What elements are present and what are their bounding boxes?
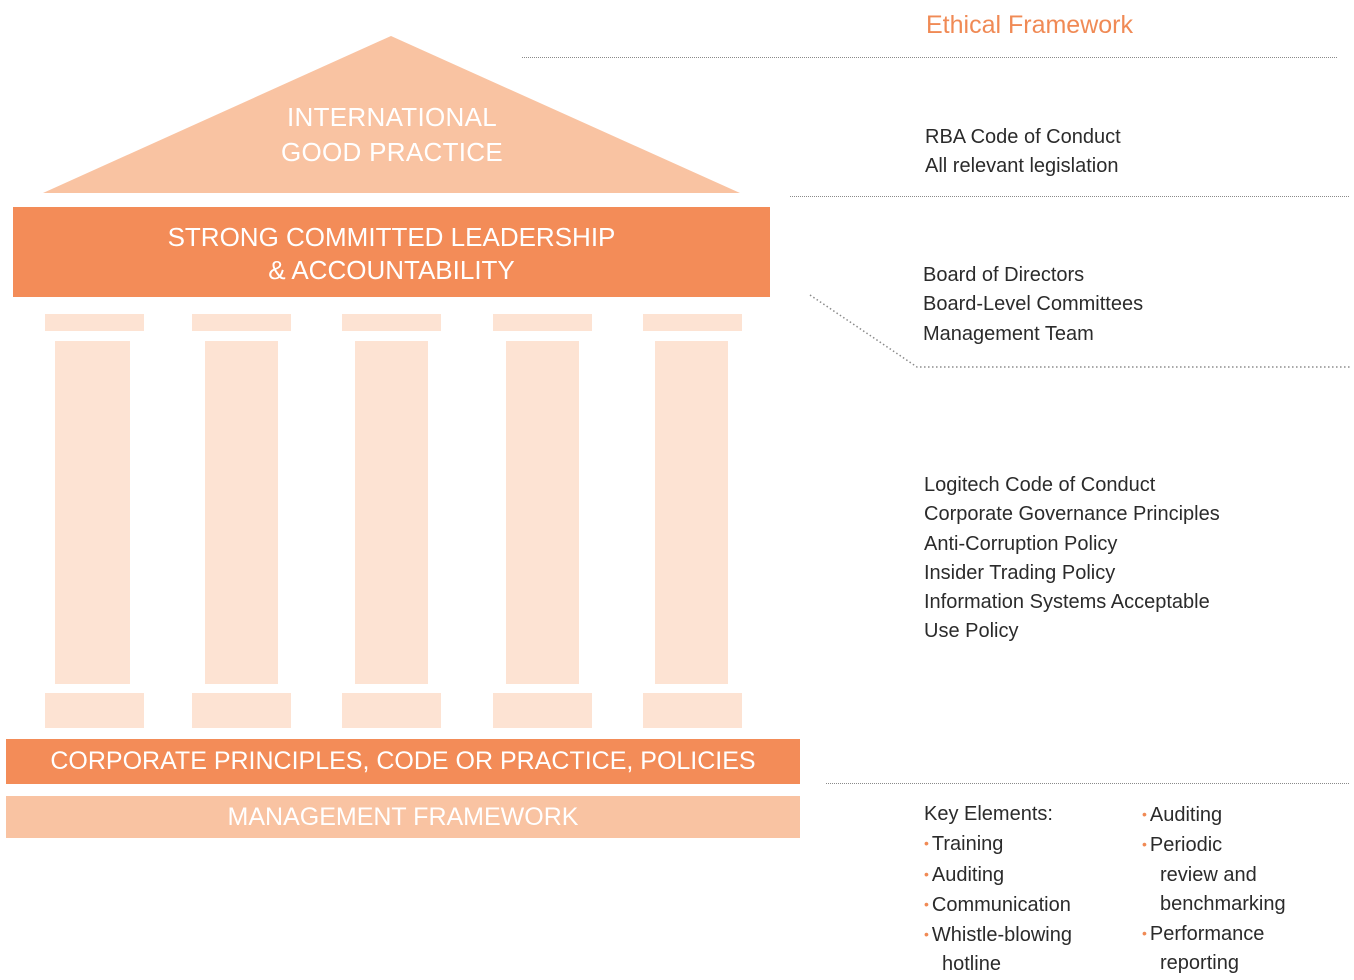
column-4-base [493,693,592,728]
key-element-text: Periodic [1149,834,1223,857]
leadership-item: Board of Directors [923,264,1085,286]
column-2-capital [192,314,291,331]
column-3-capital [342,314,441,331]
policy-item: Logitech Code of Conduct [924,474,1156,496]
key-element-item: •Periodic [1142,830,1286,860]
divider-title [522,57,1337,58]
key-element-text: Performance [1149,923,1265,946]
leadership-item: Management Team [923,322,1094,345]
bullet-icon: • [924,926,929,943]
roof-label: INTERNATIONAL GOOD PRACTICE [192,100,592,170]
leadership-list: Board of Directors Board-Level Committee… [923,261,1143,349]
key-element-text: Auditing [931,863,1005,886]
bullet-icon: • [1142,836,1147,853]
divider-roof [790,196,1349,197]
key-element-item: •Communication [924,890,1072,920]
column-5-base [643,693,742,728]
key-element-continuation: review and [1160,863,1257,886]
temple-roof [43,36,740,193]
international-item: All relevant legislation [925,155,1119,178]
column-2-shaft [205,341,278,684]
page-title: Ethical Framework [926,11,1133,39]
divider-policies [826,783,1349,784]
key-element-continuation: benchmarking [1160,892,1286,915]
leadership-item: Board-Level Committees [923,293,1144,316]
bullet-icon: • [1142,806,1147,822]
roof-line-1: INTERNATIONAL [287,102,497,132]
key-element-item: •Whistle-blowing [924,920,1072,950]
bullet-icon: • [924,895,929,912]
roof-line-2: GOOD PRACTICE [280,137,504,167]
key-element-text: Communication [931,893,1071,916]
column-1-shaft [55,341,130,684]
key-element-item: •Performance [1142,919,1286,949]
international-list: RBA Code of Conduct All relevant legisla… [925,123,1121,182]
key-element-item: •Auditing [924,860,1072,890]
column-5-capital [643,314,742,331]
key-element-continuation: hotline [942,953,1001,976]
column-5-shaft [655,341,728,684]
key-element-item: •Auditing [1142,800,1286,830]
key-element-continuation: reporting [1160,952,1239,975]
leadership-line-2: & ACCOUNTABILITY [268,255,515,285]
policies-list: Logitech Code of Conduct Corporate Gover… [924,471,1220,647]
policy-item: Information Systems Acceptable [924,591,1210,614]
column-3-shaft [355,341,428,684]
key-elements-label: Key Elements: [924,803,1053,825]
key-elements-col-2: •Auditing •Periodic review and benchmark… [1142,800,1286,979]
column-2-base [192,693,291,728]
international-item: RBA Code of Conduct [925,126,1121,148]
key-element-item: •Training [924,829,1072,859]
column-3-base [342,693,441,728]
key-element-text: Whistle-blowing [931,924,1072,947]
policy-item: Insider Trading Policy [924,561,1116,584]
key-element-text: Training [931,833,1004,856]
leadership-bar: STRONG COMMITTED LEADERSHIP & ACCOUNTABI… [13,207,770,297]
policy-item: Corporate Governance Principles [924,503,1220,526]
corporate-principles-bar: CORPORATE PRINCIPLES, CODE OR PRACTICE, … [6,739,800,784]
leadership-line-1: STRONG COMMITTED LEADERSHIP [167,222,616,252]
policy-item: Anti-Corruption Policy [924,532,1118,555]
key-element-text: Auditing [1149,804,1223,826]
policy-item: Use Policy [924,620,1019,643]
key-elements-col-1: Key Elements: •Training •Auditing •Commu… [924,800,1072,980]
bullet-icon: • [924,835,929,852]
divider-leadership [809,294,1350,368]
management-framework-bar: MANAGEMENT FRAMEWORK [6,796,800,838]
column-4-capital [493,314,592,331]
column-4-shaft [506,341,579,684]
bullet-icon: • [924,865,929,882]
bullet-icon: • [1142,925,1147,942]
column-1-base [45,693,144,728]
column-1-capital [45,314,144,331]
